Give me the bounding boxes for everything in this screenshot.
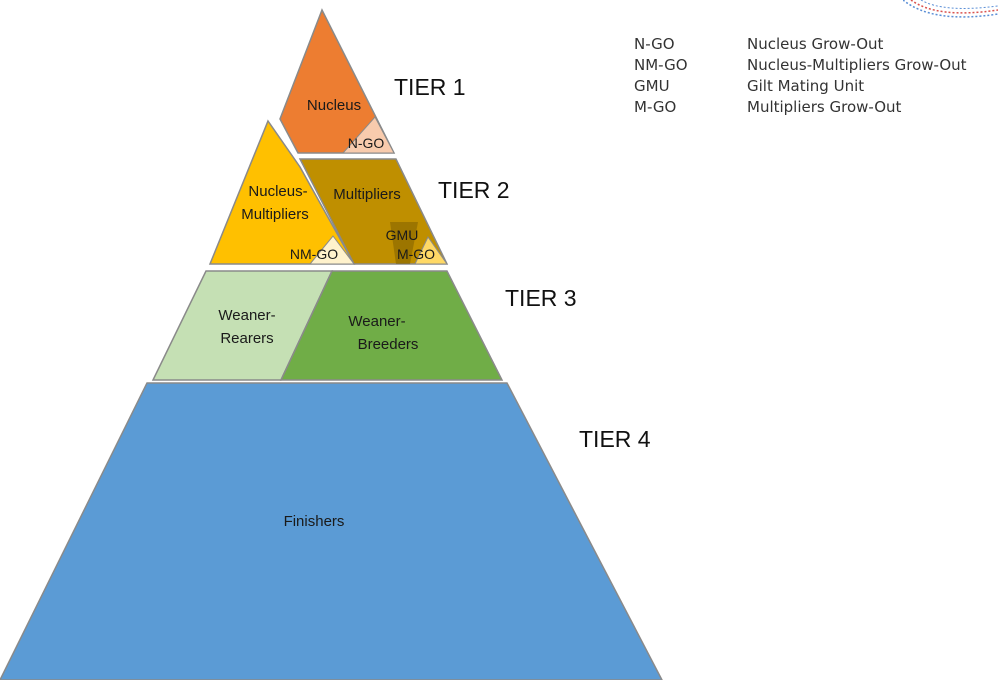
legend-abbreviation: N-GO — [634, 35, 675, 53]
legend-row: N-GO Nucleus Grow-Out — [634, 34, 967, 55]
n-go-segment — [341, 116, 395, 154]
gmu-segment — [390, 222, 418, 264]
tier-1-label: TIER 1 — [394, 74, 466, 100]
m-go-segment — [414, 236, 448, 265]
nucleus-multipliers-label-line2: Multipliers — [241, 206, 309, 223]
tier-4-label: TIER 4 — [579, 426, 651, 452]
tier-3-label: TIER 3 — [505, 285, 577, 311]
legend-row: M-GO Multipliers Grow-Out — [634, 97, 967, 118]
weaner-breeders-label-line1: Weaner- — [348, 313, 405, 330]
m-go-label: M-GO — [397, 246, 435, 262]
nucleus-segment — [279, 8, 396, 154]
legend-meaning: Nucleus Grow-Out — [747, 35, 884, 53]
weaner-breeders-label-line2: Breeders — [358, 336, 419, 353]
nucleus-label: Nucleus — [307, 97, 361, 114]
legend-abbreviation: NM-GO — [634, 56, 688, 74]
weaner-rearers-label-line1: Weaner- — [218, 307, 275, 324]
finishers-segment — [0, 382, 663, 680]
gmu-label: GMU — [386, 227, 419, 243]
nm-go-label: NM-GO — [290, 246, 338, 262]
legend-row: NM-GO Nucleus-Multipliers Grow-Out — [634, 55, 967, 76]
multipliers-label: Multipliers — [333, 186, 401, 203]
legend-meaning: Gilt Mating Unit — [747, 77, 865, 95]
nm-go-segment — [308, 235, 355, 265]
weaner-breeders-segment — [279, 270, 504, 381]
nucleus-multipliers-label-line1: Nucleus- — [248, 183, 307, 200]
weaner-rearers-label-line2: Rearers — [220, 330, 273, 347]
corner-logo-icon — [903, 0, 998, 18]
n-go-label: N-GO — [348, 135, 385, 151]
abbreviation-legend: N-GO Nucleus Grow-Out NM-GO Nucleus-Mult… — [634, 34, 967, 118]
legend-meaning: Multipliers Grow-Out — [747, 98, 902, 116]
finishers-label: Finishers — [284, 513, 345, 530]
legend-row: GMU Gilt Mating Unit — [634, 76, 967, 97]
legend-abbreviation: M-GO — [634, 98, 677, 116]
tier-2-label: TIER 2 — [438, 177, 510, 203]
legend-meaning: Nucleus-Multipliers Grow-Out — [747, 56, 967, 74]
legend-abbreviation: GMU — [634, 77, 670, 95]
